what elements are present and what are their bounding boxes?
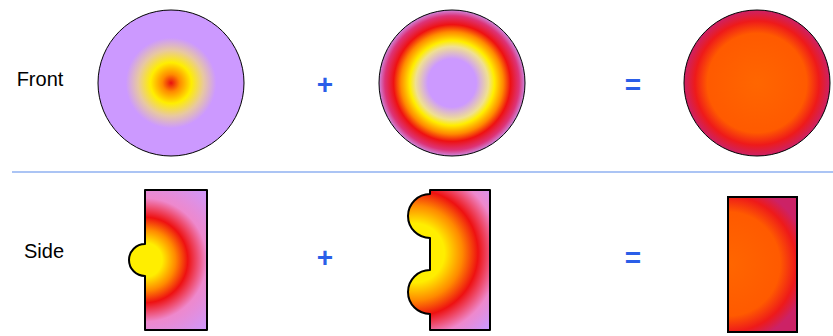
equals-sign: =: [625, 71, 641, 99]
ring-circle: [379, 10, 525, 156]
equals-sign: =: [625, 244, 641, 272]
core-circle: [98, 10, 244, 156]
plus-sign: +: [317, 244, 333, 272]
row-title: Side: [24, 241, 64, 261]
plus-sign: +: [317, 71, 333, 99]
ring-side-profile: [408, 190, 490, 330]
row-title: Front: [17, 69, 64, 89]
sum-circle: [684, 10, 830, 156]
divider-line: [12, 171, 833, 173]
sum-side-profile: [728, 197, 797, 332]
core-side-profile: [129, 190, 207, 330]
